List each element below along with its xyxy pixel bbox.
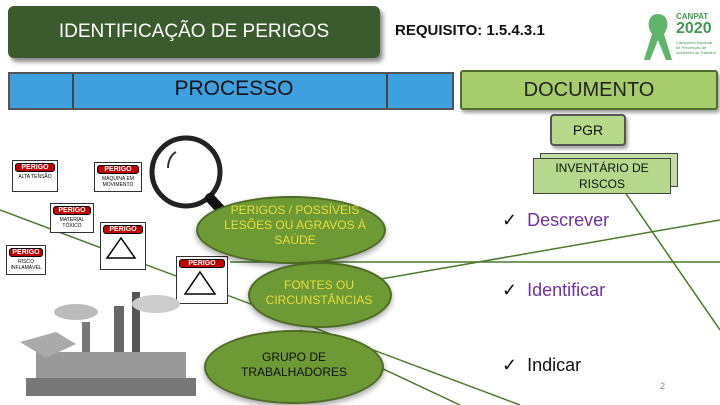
sign-header: PERIGO: [53, 206, 91, 215]
checkmark-icon: ✓: [502, 355, 518, 375]
process-segment: [388, 74, 450, 108]
inventory-label: INVENTÁRIO DE RISCOS: [555, 161, 649, 191]
checklist-item: ✓ Descrever: [502, 210, 609, 231]
checklist-word: Descrever: [527, 210, 610, 230]
sign-header: PERIGO: [103, 225, 143, 234]
source-oval-text: FONTES OU CIRCUNSTÂNCIAS: [265, 278, 373, 307]
hazard-sign: PERIGO MÁQUINA EM MOVIMENTO: [94, 162, 142, 192]
checklist-word: Identificar: [527, 280, 606, 300]
source-oval: [248, 262, 392, 328]
sign-text: MATERIAL TÓXICO: [59, 217, 85, 229]
sign-header: PERIGO: [179, 259, 225, 268]
sign-header: PERIGO: [9, 248, 43, 257]
sign-header: PERIGO: [15, 163, 55, 172]
process-label: PROCESSO: [174, 77, 294, 100]
process-segment: [74, 74, 388, 108]
hazard-sign: PERIGO: [100, 222, 146, 270]
page-title: IDENTIFICAÇÃO DE PERIGOS: [8, 6, 380, 58]
workers-oval: [204, 330, 384, 404]
sign-text: ALTA TENSÃO: [18, 174, 52, 180]
hazard-sign: PERIGO ALTA TENSÃO: [12, 160, 58, 192]
logo-year: 2020: [676, 20, 712, 37]
warning-triangle-icon: [105, 236, 137, 259]
factory-illustration: [20, 292, 196, 396]
page-title-text: IDENTIFICAÇÃO DE PERIGOS: [58, 21, 330, 42]
warning-triangle-icon: [183, 270, 217, 295]
ribbon-icon: [644, 14, 672, 60]
hazard-oval-text: PERIGOS / POSSÍVEIS LESÕES OU AGRAVOS À …: [224, 203, 366, 247]
checkmark-icon: ✓: [502, 280, 518, 300]
page-number: 2: [660, 381, 666, 391]
sign-header: PERIGO: [97, 165, 139, 174]
checklist-item: ✓ Indicar: [502, 355, 581, 376]
pgr-label: PGR: [572, 122, 604, 138]
workers-oval-text: GRUPO DE TRABALHADORES: [240, 350, 348, 379]
logo-name: CANPAT: [676, 12, 709, 21]
checkmark-icon: ✓: [502, 210, 518, 230]
checklist-item: ✓ Identificar: [502, 280, 605, 301]
document-label: DOCUMENTO: [523, 78, 655, 101]
inventory-box: INVENTÁRIO DE RISCOS: [533, 158, 671, 194]
hazard-sign: PERIGO: [176, 256, 228, 304]
process-bar: [8, 72, 454, 110]
hazard-oval: [196, 196, 386, 264]
hazard-sign: PERIGO MATERIAL TÓXICO: [50, 203, 94, 233]
logo-caption: Campanha Nacional de Prevenção de Aciden…: [676, 40, 716, 55]
sign-text: MÁQUINA EM MOVIMENTO: [102, 176, 134, 188]
hazard-sign: PERIGO RISCO INFLAMÁVEL: [6, 245, 46, 275]
sign-text: RISCO INFLAMÁVEL: [10, 259, 42, 271]
process-segment: [10, 74, 74, 108]
connector-line: [619, 184, 720, 331]
canpat-logo: CANPAT 2020 Campanha Nacional de Prevenç…: [640, 10, 716, 66]
requirement-label: REQUISITO: 1.5.4.3.1: [395, 22, 545, 39]
document-bar: DOCUMENTO: [460, 70, 718, 110]
pgr-box: PGR: [550, 114, 626, 146]
checklist-word: Indicar: [527, 355, 582, 375]
